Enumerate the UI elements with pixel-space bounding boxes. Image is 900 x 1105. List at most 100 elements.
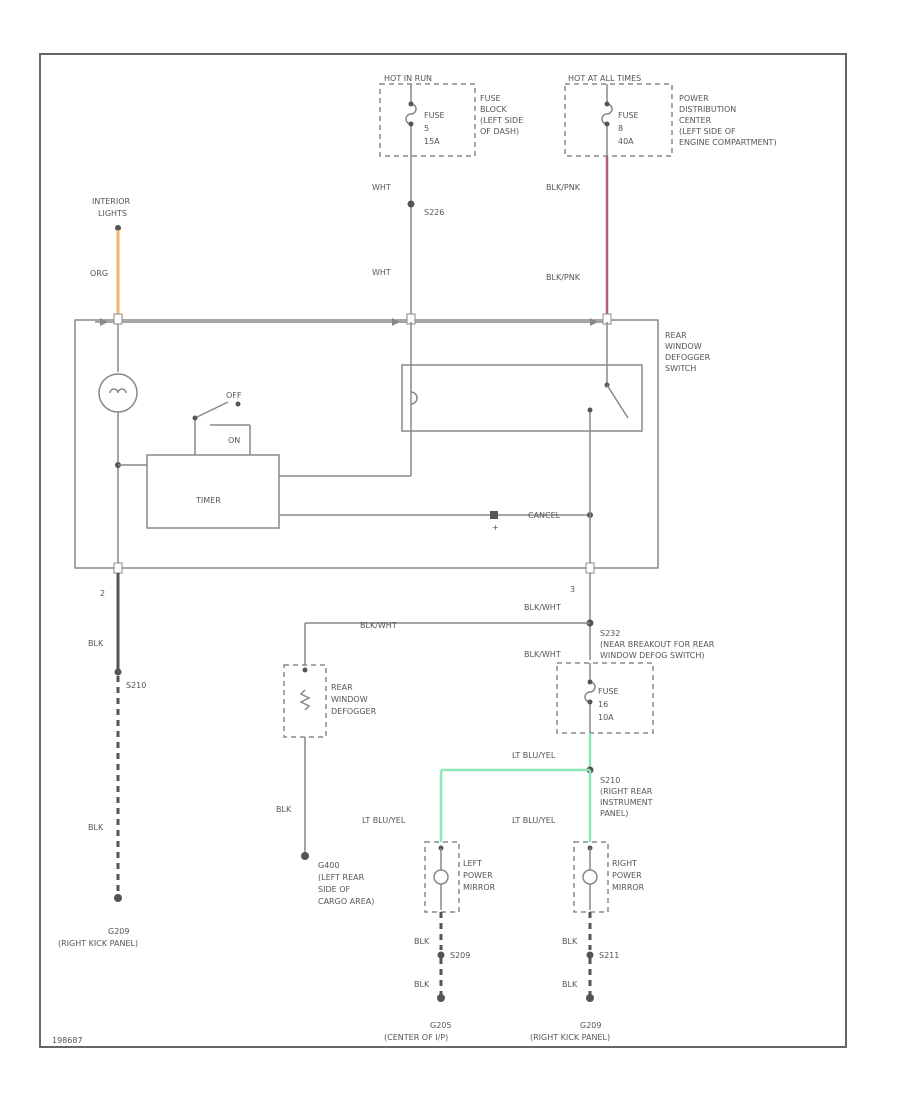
terminal (585, 562, 595, 574)
defogger-label-2: WINDOW (331, 695, 368, 704)
fuse1-loc-2: BLOCK (480, 105, 508, 114)
g209-left-loc: (RIGHT KICK PANEL) (58, 939, 138, 948)
blkwht-horiz-label: BLK/WHT (360, 621, 397, 630)
fuse2-source: HOT AT ALL TIMES (568, 74, 641, 83)
g209-right-label: G209 (580, 1021, 601, 1030)
lmirror-label-2: POWER (463, 871, 493, 880)
rmirror-label-2: POWER (612, 871, 642, 880)
fuse1-num: 5 (424, 124, 429, 133)
heater-grid-icon (299, 689, 311, 711)
fuse1-loc-4: OF DASH) (480, 127, 519, 136)
fuse1-amp: 15A (424, 137, 440, 146)
ground-icon (301, 852, 309, 860)
switch-label-2: WINDOW (665, 342, 702, 351)
fuse2-amp: 40A (618, 137, 634, 146)
pin-2-label: 2 (100, 589, 105, 598)
connector-dot (115, 225, 121, 231)
fuse2-num: 8 (618, 124, 623, 133)
fuse-icon (601, 84, 613, 156)
g205-label: G205 (430, 1021, 451, 1030)
ground-icon (437, 994, 445, 1002)
relay-coil-icon (410, 391, 418, 405)
blk-rm-bot-label: BLK (562, 980, 578, 989)
defogger-switch-box (74, 319, 659, 569)
fuse3-amp: 10A (598, 713, 614, 722)
blkwht-main-label: BLK/WHT (524, 603, 561, 612)
fuse-block-3 (556, 662, 654, 734)
terminal (113, 562, 123, 574)
s232-loc-1: (NEAR BREAKOUT FOR REAR (600, 640, 715, 649)
org-label: ORG (90, 269, 108, 278)
s226-label: S226 (424, 208, 444, 217)
switch-pivot-icon (192, 415, 198, 421)
off-label: OFF (226, 391, 242, 400)
switch-label-3: DEFOGGER (665, 353, 711, 362)
g400-label: G400 (318, 861, 339, 870)
s210-right-loc-2: INSTRUMENT (600, 798, 653, 807)
g209-left-label: G209 (108, 927, 129, 936)
relay-contact-icon (587, 407, 593, 413)
arrow-icon (100, 318, 108, 326)
timer-label: TIMER (195, 496, 221, 505)
blk-defog-label: BLK (276, 805, 292, 814)
left-mirror-box (424, 841, 460, 913)
fuse2-loc-1: POWER (679, 94, 709, 103)
lmirror-label-3: MIRROR (463, 883, 496, 892)
fuse2-loc-3: CENTER (679, 116, 712, 125)
defogger-element-box (283, 664, 327, 738)
rmirror-label-3: MIRROR (612, 883, 645, 892)
defogger-label-3: DEFOGGER (331, 707, 377, 716)
g400-loc-1: (LEFT REAR (318, 873, 365, 882)
on-label: ON (228, 436, 240, 445)
wht-mid-label: WHT (372, 268, 391, 277)
fuse2-loc-5: ENGINE COMPARTMENT) (679, 138, 777, 147)
g400-loc-3: CARGO AREA) (318, 897, 374, 906)
fuse1-id: FUSE (424, 111, 445, 120)
cancel-label: CANCEL (528, 511, 561, 520)
switch-contact-icon (235, 401, 241, 407)
fuse1-loc-3: (LEFT SIDE (480, 116, 523, 125)
blk-lm-bot-label: BLK (414, 980, 430, 989)
s232-loc-2: WINDOW DEFOG SWITCH) (600, 651, 705, 660)
fuse-block-1 (379, 83, 476, 157)
terminal (113, 313, 123, 325)
switch-blade-icon (194, 401, 229, 419)
motor-icon (433, 869, 449, 885)
ltblu-right-label: LT BLU/YEL (512, 816, 556, 825)
s211-label: S211 (599, 951, 619, 960)
wht-top-label: WHT (372, 183, 391, 192)
lmirror-label-1: LEFT (463, 859, 482, 868)
blk-left-bot-label: BLK (88, 823, 104, 832)
s232-label: S232 (600, 629, 620, 638)
fuse2-loc-4: (LEFT SIDE OF (679, 127, 736, 136)
blkwht-fuse-label: BLK/WHT (524, 650, 561, 659)
relay-blade-icon (606, 384, 629, 419)
ltblu-left-label: LT BLU/YEL (362, 816, 406, 825)
blk-lm-top-label: BLK (414, 937, 430, 946)
timer-box (146, 454, 280, 529)
rmirror-label-1: RIGHT (612, 859, 637, 868)
relay-box (401, 364, 643, 432)
diode-icon (490, 511, 498, 519)
blk-left-top-label: BLK (88, 639, 104, 648)
lamp-filament-icon (109, 388, 127, 394)
right-mirror-box (573, 841, 609, 913)
pin-3-label: 3 (570, 585, 575, 594)
splice-dot (114, 668, 122, 676)
s209-label: S209 (450, 951, 470, 960)
splice-dot (437, 951, 445, 959)
g209-right-loc: (RIGHT KICK PANEL) (530, 1033, 610, 1042)
arrow-icon (590, 318, 598, 326)
motor-icon (582, 869, 598, 885)
diode-label: + (492, 523, 499, 532)
fuse3-id: FUSE (598, 687, 619, 696)
diagram-code: 198687 (52, 1036, 83, 1045)
switch-label-4: SWITCH (665, 364, 696, 373)
ground-icon (114, 894, 122, 902)
connector-dot (302, 667, 308, 673)
fuse1-loc-1: FUSE (480, 94, 501, 103)
blkpnk-top-label: BLK/PNK (546, 183, 581, 192)
s210-right-label: S210 (600, 776, 620, 785)
s210-right-loc-1: (RIGHT REAR (600, 787, 653, 796)
